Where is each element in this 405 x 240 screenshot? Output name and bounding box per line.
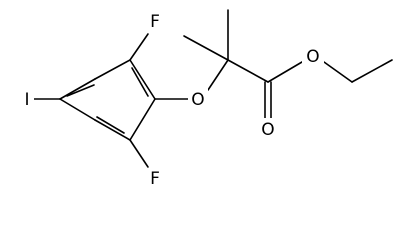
ester-o-ch2-bond (323, 61, 353, 83)
fluorine-top-label: F (150, 12, 160, 32)
ring-bond-5-inner (96, 116, 125, 134)
iodine-label: I (24, 90, 29, 110)
benzene-ring (59, 59, 156, 141)
ring-bond-1 (59, 78, 96, 100)
c-f-bottom-bond (129, 139, 149, 168)
fluorine-bottom-label: F (150, 169, 160, 189)
carbonyl-oxygen-label: O (261, 120, 274, 140)
ring-bond-4 (129, 98, 156, 141)
ester-oxygen-label: O (306, 47, 319, 67)
substituent-bonds (33, 9, 393, 168)
atom-labels: I F F O O O (20, 10, 324, 190)
ring-bond-3 (129, 59, 156, 100)
cq-carbonyl-bond (227, 59, 269, 83)
cq-methyl-left-bond (183, 35, 229, 61)
ch2-ch3-bond (351, 59, 393, 83)
c-f-top-bond (129, 33, 149, 61)
ring-bond-3-inner (131, 67, 149, 97)
ring-bond-1-inner (66, 84, 95, 97)
ring-bond-6 (59, 98, 96, 121)
chemical-structure: I F F O O O (20, 9, 393, 190)
o-cq-bond (207, 59, 229, 91)
ring-bond-5 (94, 119, 131, 141)
carbonyl-c-ester-o-bond (267, 61, 303, 83)
ether-oxygen-label: O (191, 90, 204, 110)
ring-bond-2 (94, 59, 131, 80)
